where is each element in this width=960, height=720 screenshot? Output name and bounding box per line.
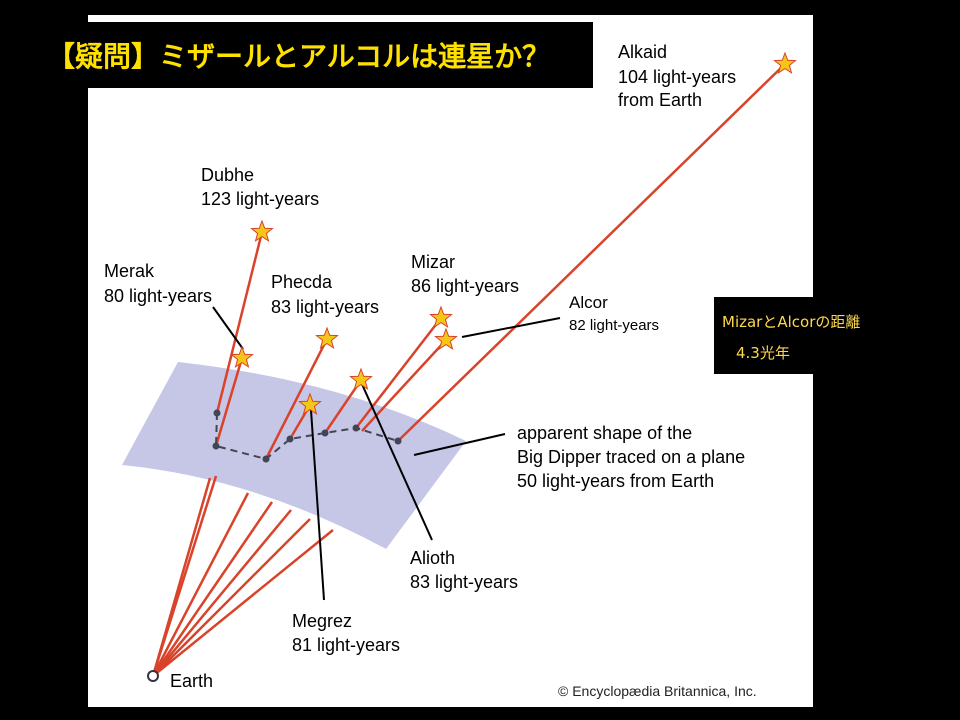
star-icon-dubhe — [250, 219, 274, 243]
ray-to-megrez — [151, 501, 274, 677]
dipper-point-dubhe — [213, 409, 221, 417]
dipper-point-alioth — [321, 429, 329, 437]
star-icon-phecda — [315, 326, 339, 350]
label-dubhe: Dubhe 123 light-years — [201, 165, 319, 209]
ray-alkaid-upper — [397, 63, 786, 442]
ray-to-alioth — [152, 509, 292, 677]
title-banner: 【疑問】ミザールとアルコルは連星か？ — [37, 22, 593, 88]
ray-dubhe-upper — [215, 231, 264, 414]
ray-to-phecda — [151, 492, 250, 677]
ray-merak-upper — [214, 357, 244, 447]
label-alcor: Alcor 82 light-years — [569, 293, 659, 334]
label-phecda: Phecda 83 light-years — [271, 272, 379, 317]
ray-to-merak — [151, 475, 218, 677]
earth-label: Earth — [170, 671, 213, 691]
dipper-points — [212, 409, 402, 463]
star-icon-merak — [230, 345, 254, 369]
leader-merak — [212, 306, 244, 350]
distance-note: MizarとAlcorの距離 4.3光年 — [714, 297, 860, 374]
distance-note-line1: MizarとAlcorの距離 — [722, 313, 861, 331]
star-icon-alioth — [349, 367, 373, 391]
star-icon-megrez — [298, 392, 322, 416]
leader-plane — [413, 433, 506, 456]
star-icon-alcor — [434, 327, 458, 351]
label-alkaid: Alkaid 104 light-years from Earth — [618, 42, 741, 110]
dipper-point-merak — [212, 442, 220, 450]
star-icon-mizar — [429, 305, 453, 329]
label-megrez: Megrez 81 light-years — [292, 611, 400, 655]
leader-alcor — [461, 317, 561, 338]
page-title: 【疑問】ミザールとアルコルは連星か？ — [47, 40, 551, 73]
ray-to-alkaid — [152, 529, 334, 677]
projection-plane — [122, 362, 466, 549]
plane-caption: apparent shape of the Big Dipper traced … — [517, 423, 750, 491]
copyright-text: © Encyclopædia Britannica, Inc. — [558, 683, 757, 699]
dipper-point-alkaid — [394, 437, 402, 445]
label-mizar: Mizar 86 light-years — [411, 252, 519, 296]
dipper-point-megrez — [286, 435, 294, 443]
leader-megrez — [310, 409, 325, 601]
stars-group — [230, 51, 797, 416]
leader-lines — [212, 306, 561, 601]
label-merak: Merak 80 light-years — [104, 261, 212, 306]
dipper-point-phecda — [262, 455, 270, 463]
leader-alioth — [360, 381, 433, 541]
earth-marker-icon — [147, 670, 159, 682]
distance-note-line2: 4.3光年 — [736, 344, 790, 362]
ray-to-mizar — [152, 518, 311, 677]
earth-rays — [151, 475, 334, 677]
star-icon-alkaid — [773, 51, 797, 75]
ray-mizar-upper — [355, 317, 442, 429]
ray-phecda-upper — [264, 338, 329, 460]
dipper-point-mizar — [352, 424, 360, 432]
diagram-panel — [88, 15, 813, 707]
label-alioth: Alioth 83 light-years — [410, 548, 518, 592]
